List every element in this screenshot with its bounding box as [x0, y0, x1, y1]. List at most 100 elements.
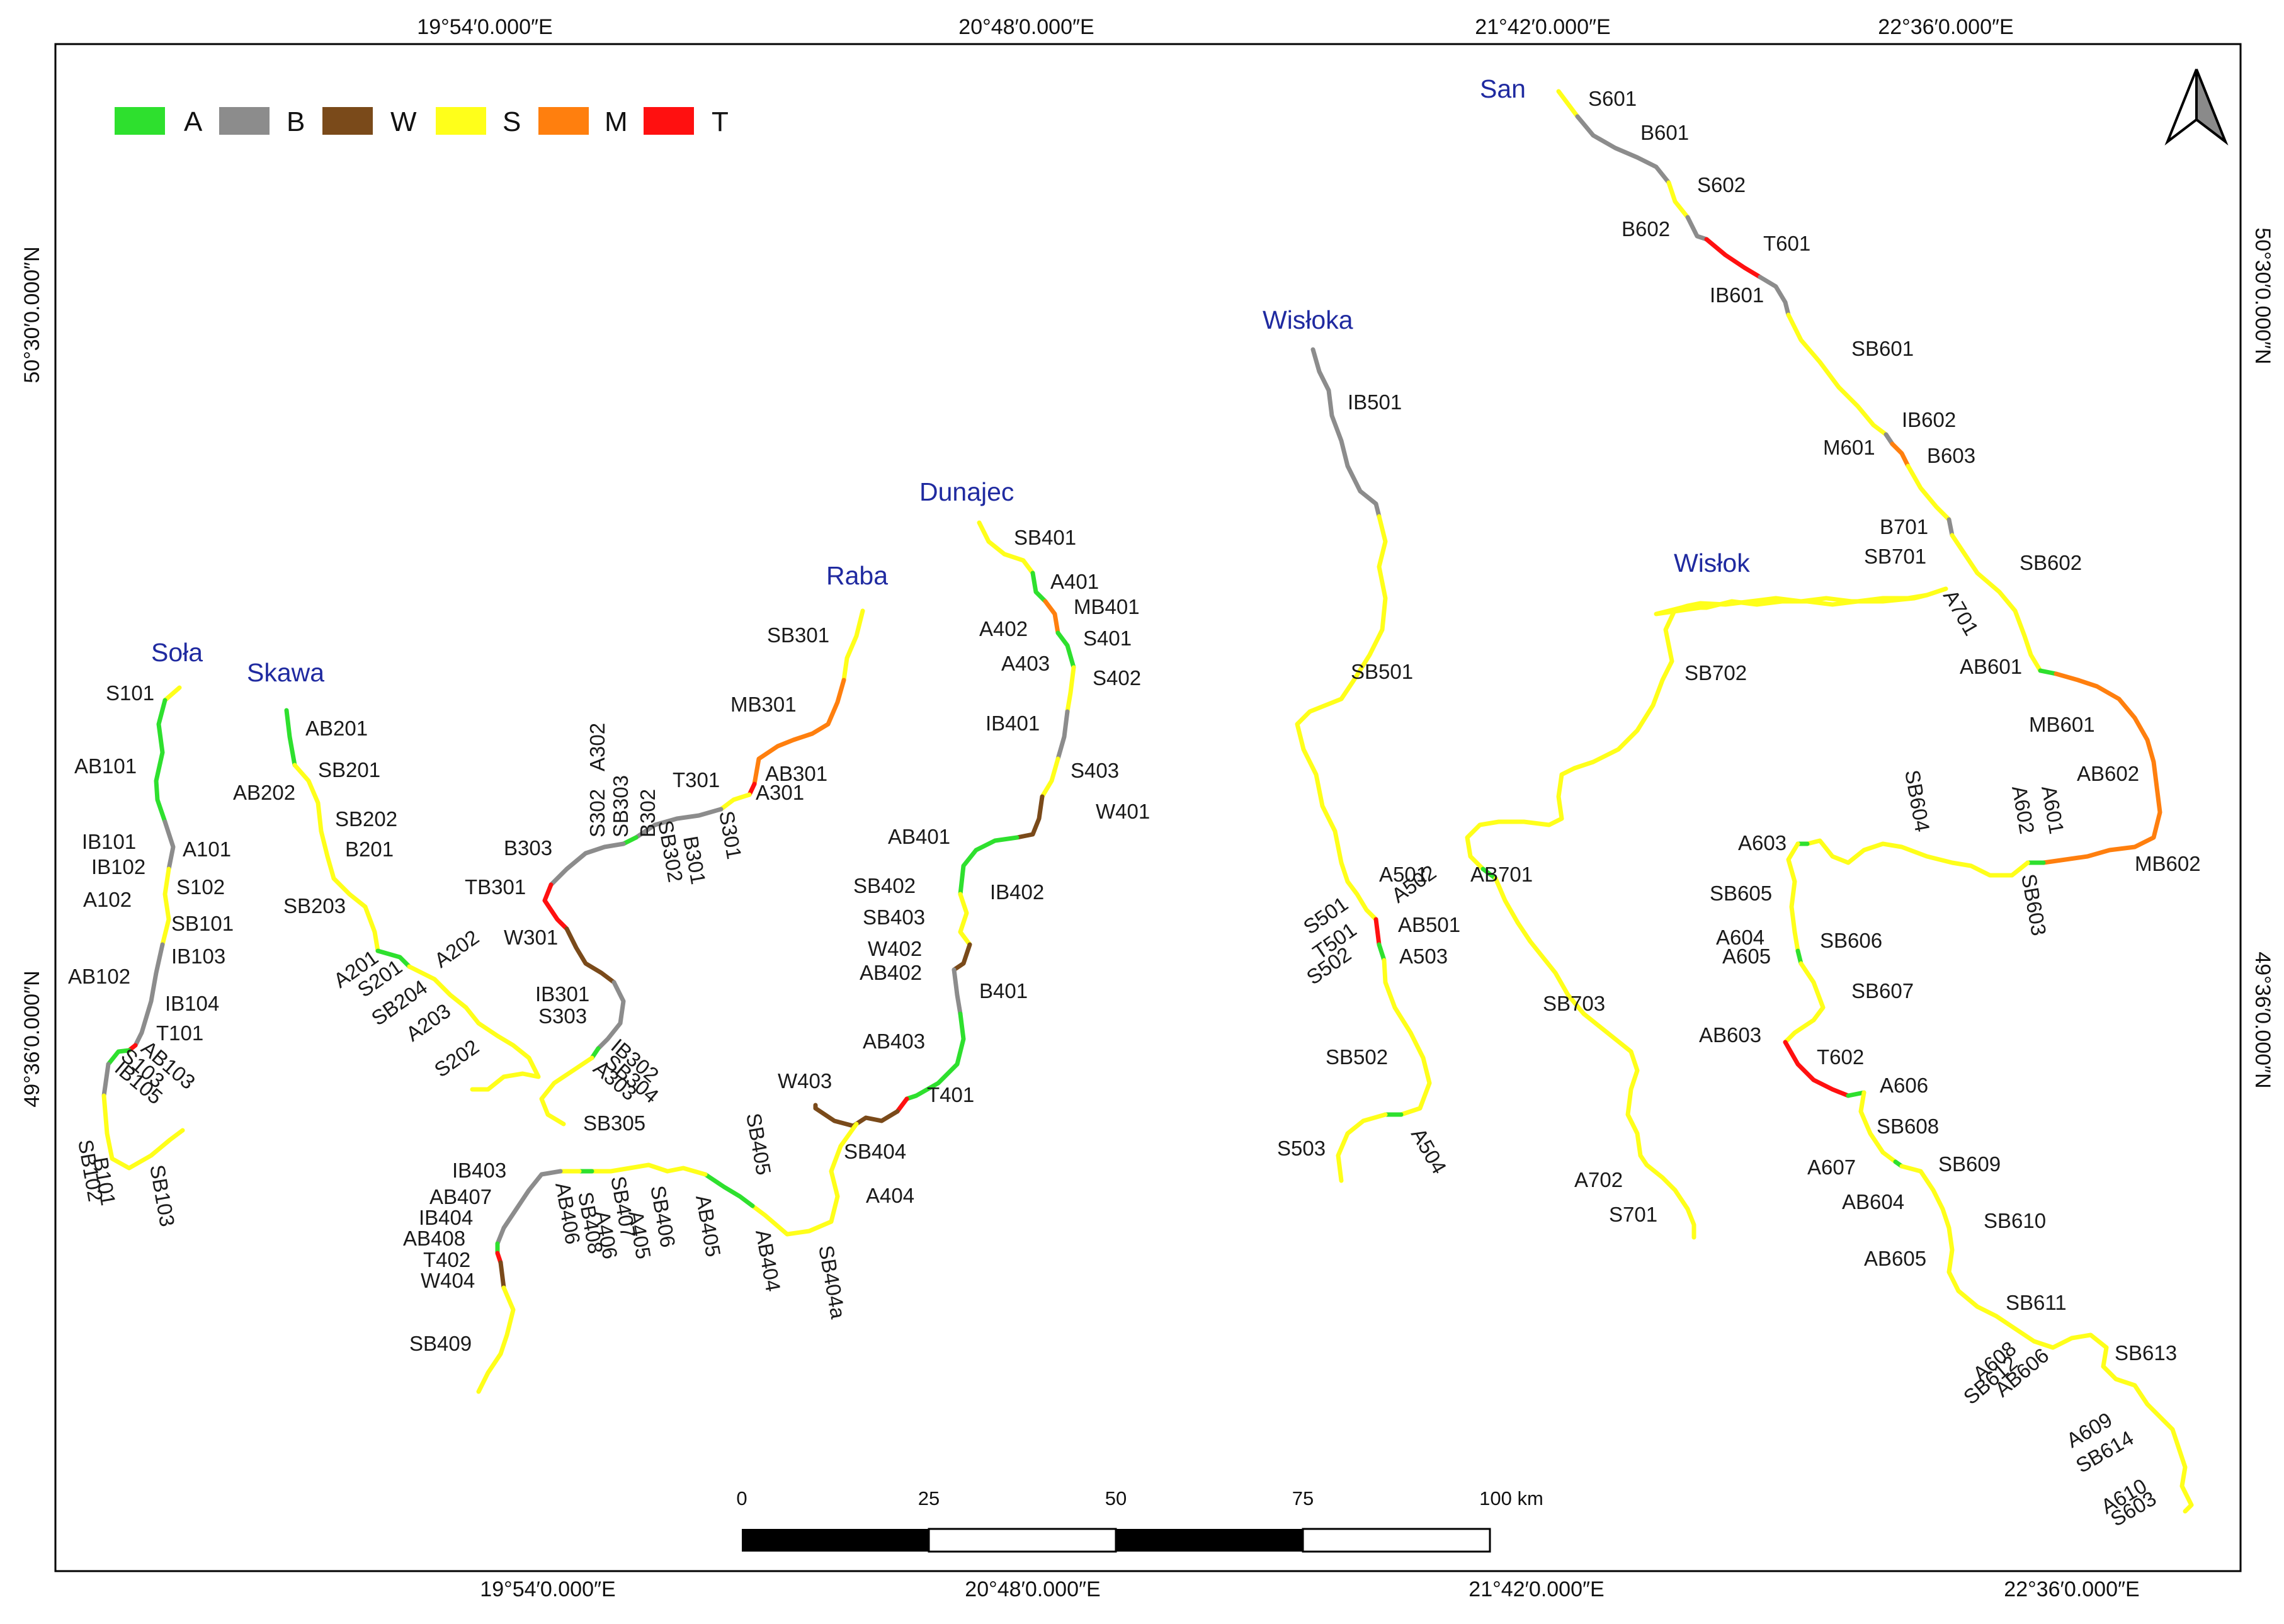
segment-label-ab701: AB701 — [1470, 863, 1533, 886]
segment-label-ib102: IB102 — [91, 855, 145, 878]
segment-label-sb405: SB405 — [742, 1111, 776, 1177]
legend-swatch-M — [538, 107, 589, 135]
segment-label-sb301: SB301 — [767, 623, 829, 647]
segment-label-sb409: SB409 — [409, 1332, 472, 1355]
segment-label-ab407: AB407 — [429, 1185, 492, 1208]
river-label-dunajec: Dunajec — [919, 477, 1014, 506]
segment-label-sb303: SB303 — [609, 775, 632, 838]
segment-label-mb602: MB602 — [2135, 852, 2201, 875]
segment-label-ab405: AB405 — [691, 1193, 725, 1259]
segment-label-t601: T601 — [1763, 232, 1810, 255]
legend-label-W: W — [390, 106, 417, 137]
segment-label-s403: S403 — [1071, 759, 1119, 782]
segment-label-a607: A607 — [1807, 1156, 1856, 1179]
legend-label-B: B — [287, 106, 305, 137]
segment-label-sb502: SB502 — [1326, 1045, 1388, 1069]
scale-tick-50: 50 — [1105, 1487, 1127, 1509]
segment-label-b601: B601 — [1640, 121, 1689, 144]
segment-label-b401: B401 — [979, 979, 1028, 1002]
segment-label-t301: T301 — [673, 768, 720, 792]
legend-label-A: A — [184, 106, 203, 137]
segment-label-a501: A501 — [1379, 863, 1428, 886]
legend-swatch-B — [219, 107, 270, 135]
segment-label-sb404a: SB404a — [814, 1244, 850, 1321]
legend-swatch-S — [436, 107, 486, 135]
coord-top-3: 21°42′0.000″E — [1475, 15, 1610, 39]
coord-left-2: 49°36′0.000″N — [20, 970, 44, 1107]
segment-label-ib404: IB404 — [419, 1206, 473, 1229]
segment-label-t402: T402 — [423, 1248, 470, 1271]
coord-left-1: 50°30′0.000″N — [20, 246, 44, 383]
river-dunajec — [476, 520, 1076, 1394]
segment-label-ab601: AB601 — [1960, 655, 2022, 678]
river-label-raba: Raba — [826, 561, 888, 590]
segment-label-ib104: IB104 — [165, 992, 219, 1015]
segment-label-ab401: AB401 — [888, 825, 950, 848]
segment-label-sb610: SB610 — [1984, 1209, 2046, 1232]
segment-label-b701: B701 — [1880, 515, 1928, 538]
segment-label-a302: A302 — [586, 723, 609, 771]
river-wislok — [1465, 586, 1948, 1240]
segment-label-ib401: IB401 — [986, 712, 1040, 735]
segment-label-a101: A101 — [183, 838, 231, 861]
coordinate-labels: 19°54′0.000″E 20°48′0.000″E 21°42′0.000″… — [20, 15, 2275, 1601]
legend-swatch-A — [115, 107, 165, 135]
segment-label-b303: B303 — [504, 836, 552, 860]
segment-label-sb603: SB603 — [2017, 872, 2051, 938]
segment-label-a606: A606 — [1880, 1074, 1928, 1097]
legend-label-S: S — [503, 106, 521, 137]
legend: A B W S M T — [115, 106, 729, 137]
segment-label-ab102: AB102 — [68, 965, 130, 988]
segment-label-mb401: MB401 — [1074, 595, 1140, 618]
river-label-san: San — [1480, 74, 1526, 103]
segment-label-ab101: AB101 — [74, 754, 137, 778]
segment-label-a603: A603 — [1738, 831, 1787, 855]
scale-tick-0: 0 — [736, 1487, 747, 1509]
segment-label-ib501: IB501 — [1348, 390, 1402, 414]
coord-bottom-3: 21°42′0.000″E — [1469, 1577, 1604, 1601]
segment-label-s701: S701 — [1609, 1203, 1657, 1226]
segment-label-t401: T401 — [927, 1083, 974, 1106]
segment-label-a503: A503 — [1399, 945, 1448, 968]
legend-label-M: M — [605, 106, 628, 137]
segment-label-a605: A605 — [1722, 945, 1771, 968]
north-arrow-icon — [2164, 69, 2229, 145]
river-sola — [101, 685, 185, 1171]
segment-label-sb606: SB606 — [1820, 929, 1882, 952]
segment-label-tb301: TB301 — [465, 875, 526, 899]
segment-label-sb305: SB305 — [583, 1111, 645, 1135]
segment-label-b302: B302 — [636, 789, 659, 838]
river-label-wislok: Wisłok — [1674, 548, 1750, 577]
segment-label-a604: A604 — [1716, 926, 1764, 949]
segment-label-m601: M601 — [1823, 436, 1875, 459]
coord-right-1: 50°30′0.000″N — [2251, 227, 2275, 364]
segment-label-ab501: AB501 — [1398, 913, 1460, 936]
segment-label-ab604: AB604 — [1842, 1190, 1904, 1213]
scale-tick-25: 25 — [918, 1487, 940, 1509]
segment-label-s102: S102 — [176, 875, 225, 899]
segment-label-s602: S602 — [1697, 173, 1746, 196]
segment-label-ab408: AB408 — [403, 1227, 465, 1250]
scale-bar: 0 25 50 75 100 km — [736, 1487, 1543, 1553]
segment-label-a702: A702 — [1574, 1168, 1623, 1191]
segment-label-sb604: SB604 — [1900, 768, 1935, 834]
segment-label-a404: A404 — [866, 1184, 914, 1207]
segment-label-ib402: IB402 — [990, 880, 1044, 904]
segment-label-s302: S302 — [586, 789, 609, 838]
segment-label-a401: A401 — [1050, 570, 1099, 593]
segment-label-t101: T101 — [156, 1021, 203, 1045]
segment-label-a601: A601 — [2037, 784, 2069, 836]
coord-bottom-1: 19°54′0.000″E — [480, 1577, 615, 1601]
segment-label-a504: A504 — [1407, 1124, 1452, 1178]
segment-label-sb401: SB401 — [1014, 526, 1076, 549]
segment-label-t602: T602 — [1817, 1045, 1864, 1069]
river-names: Soła Skawa Raba Dunajec Wisłoka San Wisł… — [151, 74, 1750, 687]
segment-label-a602: A602 — [2008, 784, 2039, 836]
segment-label-ab603: AB603 — [1699, 1023, 1761, 1047]
segment-label-sb702: SB702 — [1685, 661, 1747, 684]
segment-label-a102: A102 — [83, 888, 132, 911]
river-label-skawa: Skawa — [247, 658, 324, 687]
segment-label-sb608: SB608 — [1877, 1115, 1939, 1138]
segment-label-ib103: IB103 — [171, 945, 225, 968]
